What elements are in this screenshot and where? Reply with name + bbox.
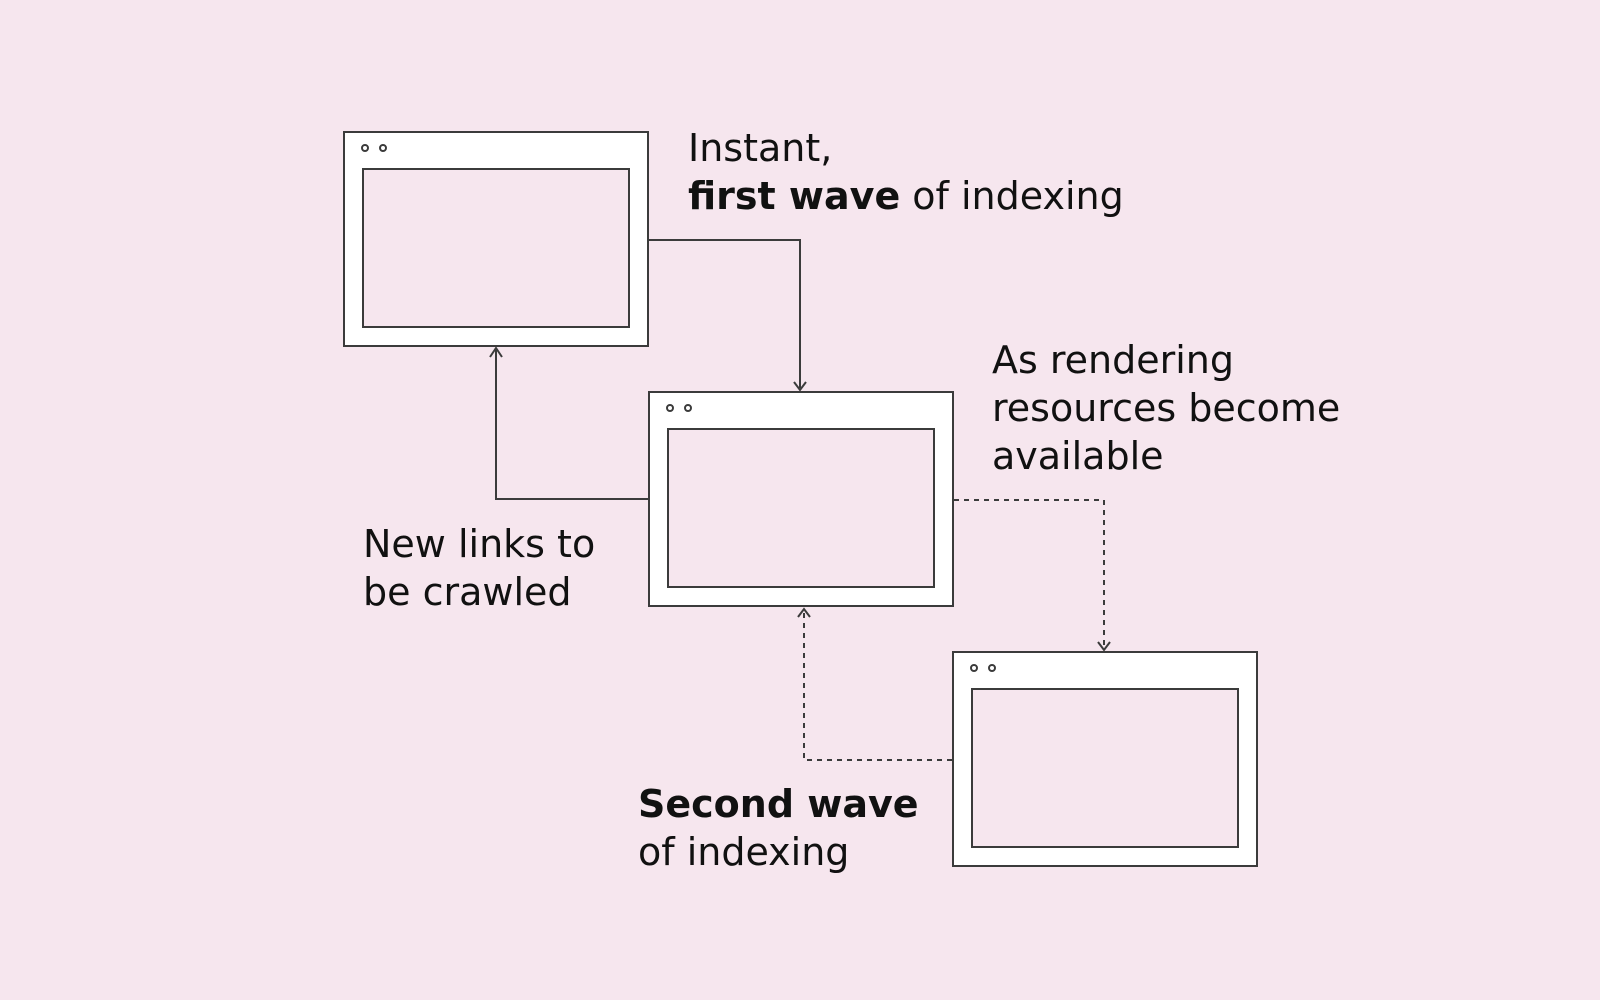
arrow-first-to-render (648, 239, 807, 392)
browser-window-second-wave (952, 651, 1258, 867)
label-line: New links to (363, 522, 596, 566)
label-first-wave: Instant, first wave of indexing (688, 124, 1124, 220)
label-text: of indexing (900, 174, 1124, 218)
label-rendering-resources: As rendering resources become available (992, 336, 1340, 480)
label-line: resources become (992, 386, 1341, 430)
window-dot-icon (684, 404, 692, 412)
window-dot-icon (988, 664, 996, 672)
browser-viewport (971, 688, 1239, 848)
window-dot-icon (361, 144, 369, 152)
arrow-newlinks-to-first (489, 346, 648, 500)
browser-window-render-queue (648, 391, 954, 607)
window-dot-icon (666, 404, 674, 412)
label-line: available (992, 434, 1164, 478)
browser-viewport (667, 428, 935, 588)
label-new-links: New links to be crawled (363, 520, 595, 616)
label-line: be crawled (363, 570, 572, 614)
arrow-second-to-render (797, 607, 952, 761)
browser-window-first-wave (343, 131, 649, 347)
label-line: Instant, (688, 126, 833, 170)
label-emphasis: Second wave (638, 782, 919, 826)
label-line: Second wave (638, 780, 919, 828)
arrow-render-to-second (954, 499, 1111, 652)
label-line: As rendering (992, 338, 1235, 382)
label-second-wave: Second wave of indexing (638, 780, 919, 876)
browser-viewport (362, 168, 630, 328)
label-line: first wave of indexing (688, 172, 1124, 220)
label-emphasis: first wave (688, 174, 901, 218)
window-dot-icon (379, 144, 387, 152)
label-line: of indexing (638, 830, 850, 874)
window-dot-icon (970, 664, 978, 672)
